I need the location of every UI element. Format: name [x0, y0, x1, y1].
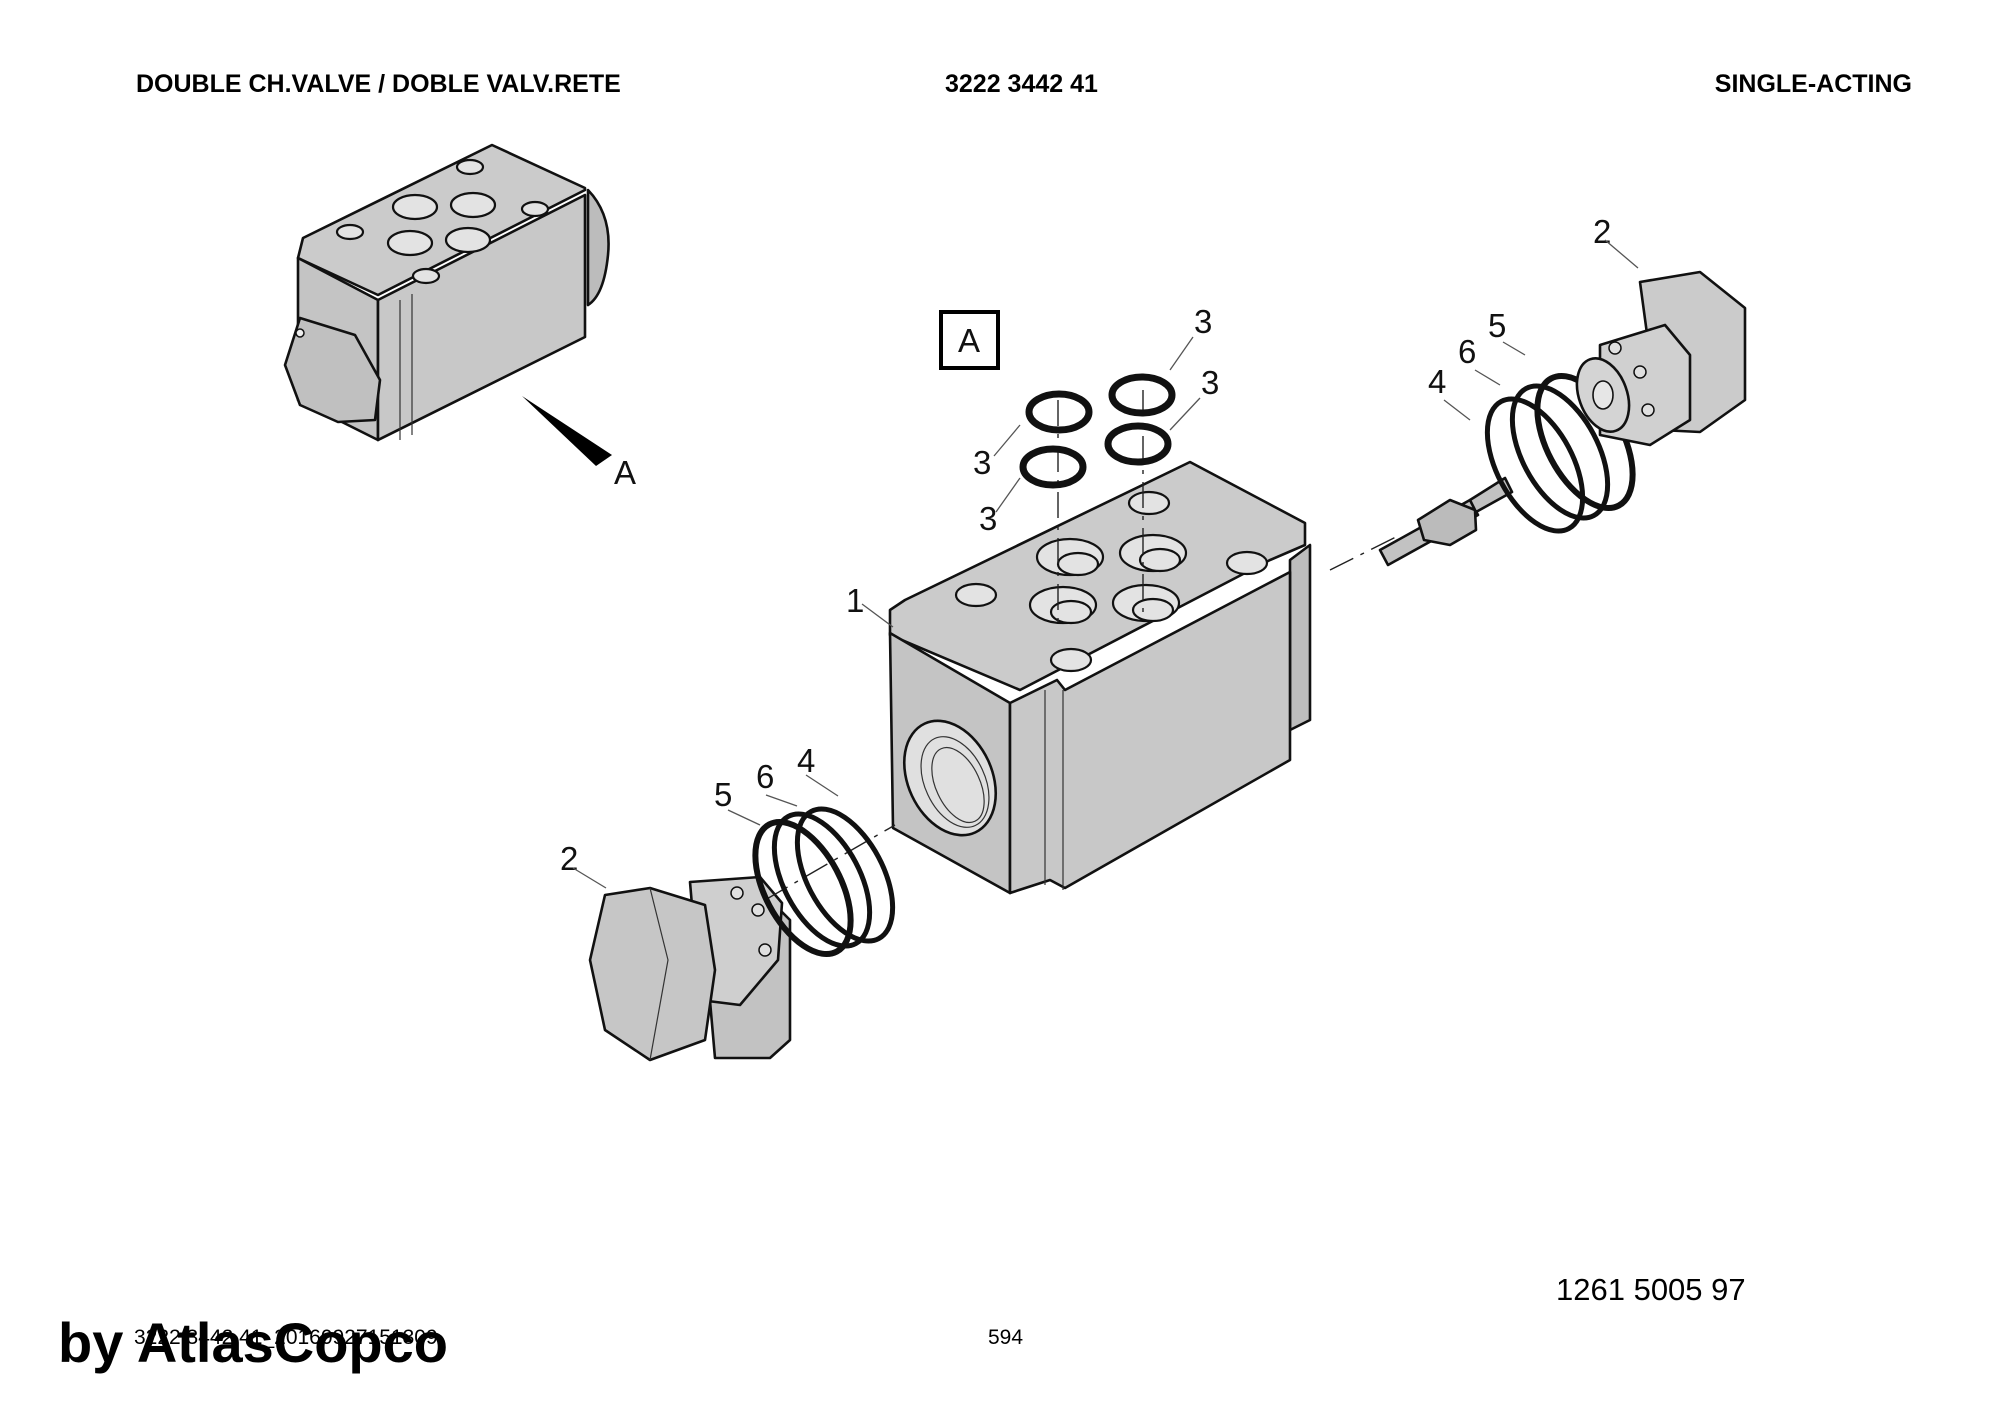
right-poppet	[1329, 476, 1514, 571]
view-arrow-label: A	[614, 454, 636, 491]
svg-text:3: 3	[1194, 303, 1212, 340]
svg-text:1: 1	[846, 582, 864, 619]
overview-valve-block	[283, 143, 610, 442]
drawing-part-number: 1261 5005 97	[1556, 1272, 1746, 1307]
svg-text:4: 4	[797, 742, 815, 779]
o-ring-set	[1019, 373, 1176, 622]
svg-text:5: 5	[714, 776, 732, 813]
svg-text:A: A	[958, 322, 980, 359]
svg-text:3: 3	[973, 444, 991, 481]
left-spring-set	[752, 806, 896, 958]
svg-text:2: 2	[1593, 213, 1611, 250]
svg-text:2: 2	[560, 840, 578, 877]
svg-text:5: 5	[1488, 307, 1506, 344]
watermark: by AtlasCopco	[58, 1311, 448, 1374]
assembly-code: 3222 3442 41	[945, 70, 1098, 98]
footer-document-code: 3222 3442 41_20160927151309	[134, 1326, 438, 1349]
callouts: 1 2 2 3 3 3 3 4 6 5 4 6 5	[560, 213, 1639, 889]
assembly-variant: SINGLE-ACTING	[1714, 70, 1912, 98]
document-title: DOUBLE CH.VALVE / DOBLE VALV.RETE	[136, 70, 621, 98]
svg-text:6: 6	[1458, 333, 1476, 370]
view-box-a: A	[939, 310, 1000, 370]
valve-body	[888, 460, 1312, 895]
right-plug	[1575, 270, 1747, 447]
svg-text:6: 6	[756, 758, 774, 795]
svg-text:3: 3	[1201, 364, 1219, 401]
svg-text:4: 4	[1428, 363, 1446, 400]
svg-text:3: 3	[979, 500, 997, 537]
view-arrow-icon	[522, 396, 612, 466]
left-plug	[588, 875, 792, 1062]
page-number: 594	[988, 1326, 1024, 1349]
